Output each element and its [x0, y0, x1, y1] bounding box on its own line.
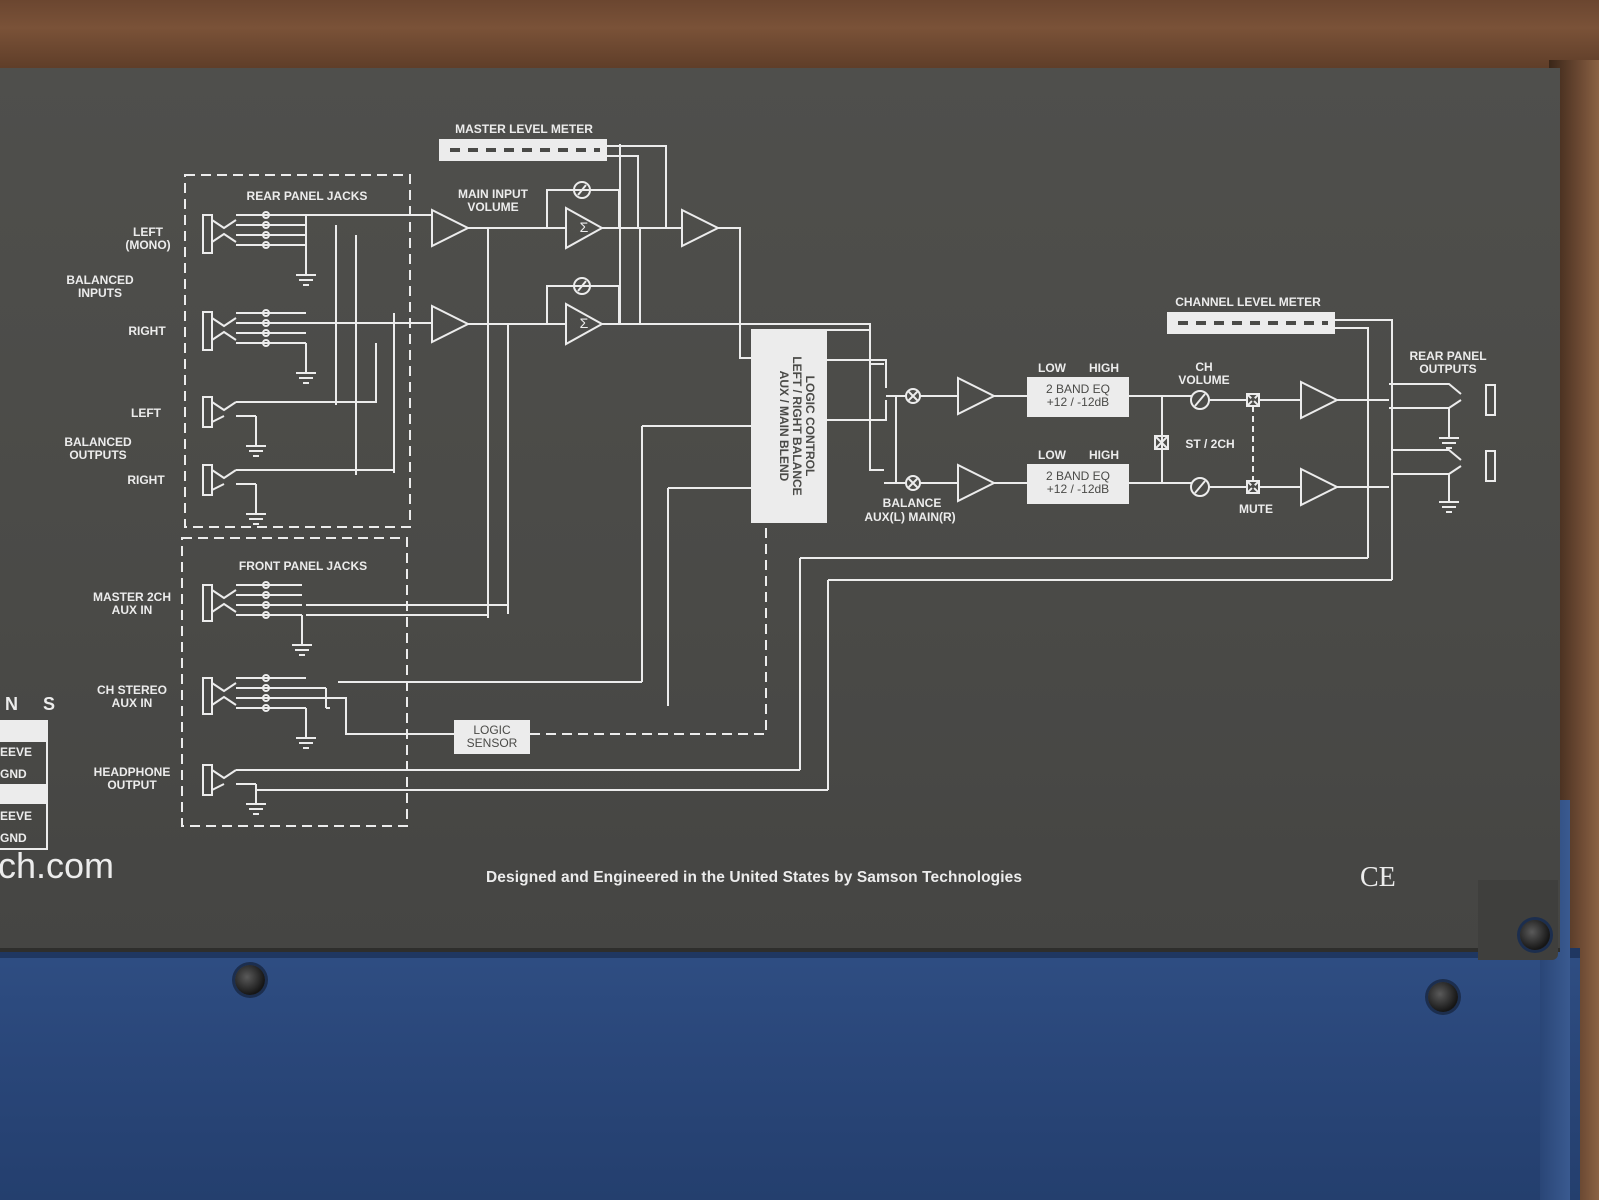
chassis-lip	[0, 948, 1580, 958]
eq-top	[1027, 377, 1129, 417]
sigma-left: Σ	[580, 219, 589, 235]
eq-low-label-top: LOW	[1038, 361, 1067, 375]
jack-master-aux	[202, 581, 312, 656]
ce-mark: CE	[1360, 862, 1396, 893]
jack-left-in	[202, 211, 316, 286]
eq-low-label-bottom: LOW	[1038, 448, 1067, 462]
text-line: (MONO)	[125, 238, 170, 252]
rear-jacks-box	[184, 174, 411, 528]
text-line: VOLUME	[1178, 373, 1229, 387]
text-line: INPUTS	[78, 286, 122, 300]
front-panel-jacks-label: FRONT PANEL JACKS	[239, 559, 367, 573]
eq-bottom-text: 2 BAND EQ+12 / -12dB	[1046, 469, 1110, 496]
left-out-label: LEFT	[131, 406, 162, 420]
st-2ch-switch	[1154, 435, 1169, 450]
left-mono-label: LEFT(MONO)	[125, 225, 170, 252]
key-row: EEVE	[0, 745, 33, 759]
key-row: GND	[0, 767, 27, 781]
right-in-label: RIGHT	[128, 324, 166, 338]
channel-amp-bottom	[957, 463, 997, 503]
screw-icon	[1428, 982, 1458, 1012]
eq-high-label-bottom: HIGH	[1089, 448, 1119, 462]
jack-ch-stereo-aux	[202, 674, 326, 749]
logic-sensor-block	[454, 720, 530, 754]
footer-credit: Designed and Engineered in the United St…	[486, 869, 1023, 886]
screw-icon	[235, 965, 265, 995]
text-line: OUTPUT	[107, 778, 157, 792]
wiring-key-table: EEVE GND EEVE GND	[0, 720, 48, 850]
output-amp-bottom	[1300, 467, 1340, 507]
key-row-fill	[0, 784, 46, 804]
mute-label: MUTE	[1239, 502, 1273, 516]
eq-high-label-top: HIGH	[1089, 361, 1119, 375]
text-line: SENSOR	[467, 736, 518, 750]
volume-knob-left	[573, 181, 591, 199]
text-line: +12 / -12dB	[1047, 482, 1109, 496]
sum-amp-left	[565, 206, 605, 250]
main-output-amp	[681, 208, 721, 248]
balance-label: BALANCE	[883, 496, 942, 510]
master-level-meter-label: MASTER LEVEL METER	[455, 122, 593, 136]
text-line: AUX IN	[112, 603, 153, 617]
sigma-right: Σ	[580, 315, 589, 331]
sum-amp-right	[565, 302, 605, 346]
wood-tabletop-top	[0, 0, 1599, 70]
channel-amp-top	[957, 376, 997, 416]
blue-chassis	[0, 948, 1580, 1200]
volume-knob-right	[573, 277, 591, 295]
right-out-label: RIGHT	[127, 473, 165, 487]
screw-icon	[1520, 920, 1550, 950]
eq-top-text: 2 BAND EQ+12 / -12dB	[1046, 382, 1110, 409]
panel-corner	[1478, 880, 1558, 960]
text-line: OUTPUTS	[1419, 362, 1476, 376]
jack-left-out	[202, 396, 376, 457]
key-row: GND	[0, 831, 27, 845]
channel-level-meter-label: CHANNEL LEVEL METER	[1175, 295, 1321, 309]
key-row: EEVE	[0, 809, 33, 823]
text-line: +12 / -12dB	[1047, 395, 1109, 409]
aux-main-label: AUX(L) MAIN(R)	[864, 510, 955, 524]
side-heading-fragment: N S	[5, 694, 66, 714]
jack-right-out	[202, 464, 394, 525]
text-line: OUTPUTS	[69, 448, 126, 462]
website-fragment: ch.com	[0, 845, 115, 886]
text-line: LEFT / RIGHT BALANCE	[790, 356, 804, 495]
st-2ch-label: ST / 2CH	[1185, 437, 1234, 451]
rear-output-jacks	[1389, 383, 1496, 513]
jack-right-in	[202, 309, 316, 384]
logic-control-block	[751, 329, 827, 523]
text-line: AUX IN	[112, 696, 153, 710]
input-amp-right	[431, 304, 471, 344]
input-amp-left	[431, 208, 471, 248]
rear-panel-jacks-label: REAR PANEL JACKS	[247, 189, 368, 203]
logic-control-text: LOGIC CONTROLLEFT / RIGHT BALANCEAUX / M…	[777, 356, 817, 495]
text-line: AUX / MAIN BLEND	[777, 371, 791, 482]
key-row-fill	[0, 722, 46, 742]
text-line: VOLUME	[467, 200, 518, 214]
eq-bottom	[1027, 464, 1129, 504]
output-amp-top	[1300, 380, 1340, 420]
